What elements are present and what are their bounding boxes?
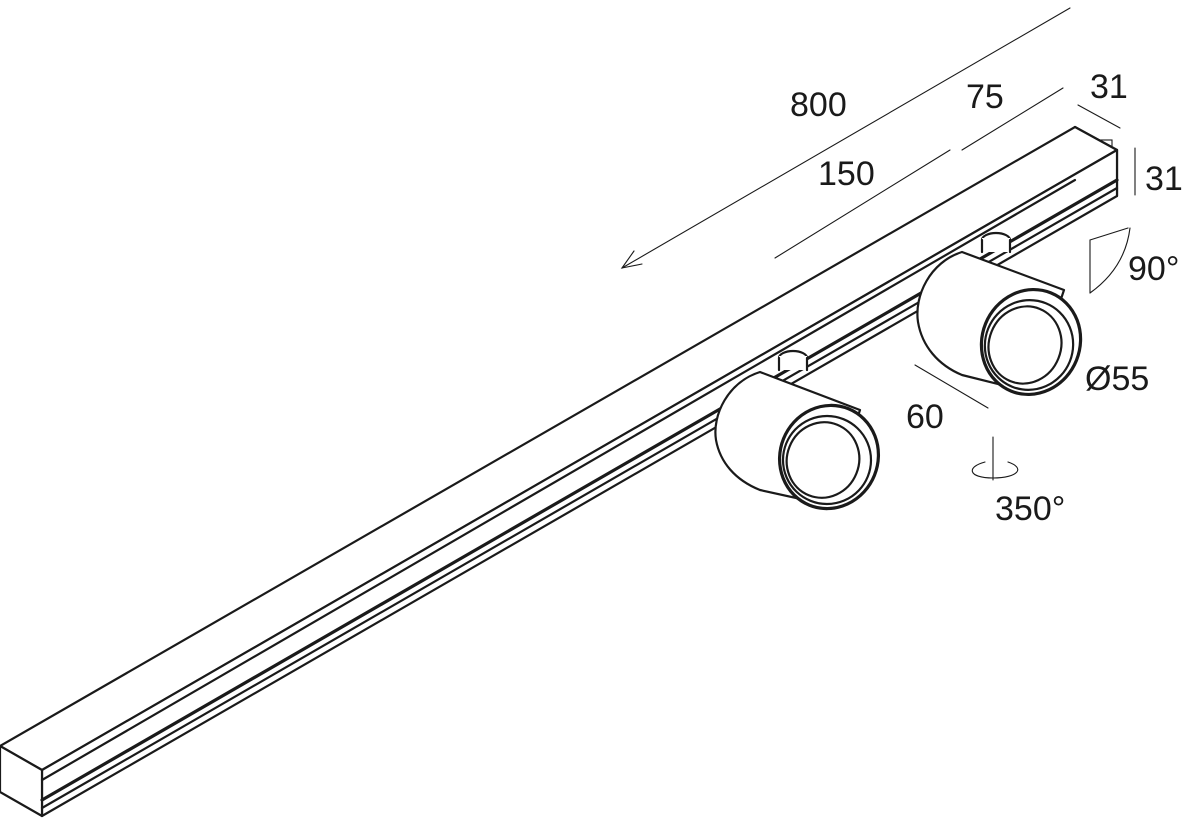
dimension-labels: 800 75 31 150 31 90° Ø55 60 350° (790, 68, 1183, 528)
spotlight-upper-stem (982, 238, 1010, 252)
track-profile (0, 125, 1119, 818)
tilt-angle-arc (1089, 227, 1131, 294)
spotlight-upper (916, 231, 1083, 397)
spotlight-lower (714, 349, 881, 511)
dimension-lines (620, 7, 1136, 481)
offset-dimension-line (961, 87, 1064, 151)
rotation-angle-arc (971, 461, 1019, 479)
profile-height-label: 31 (1145, 160, 1183, 198)
profile-top-edge-inner (40, 178, 1077, 782)
profile-top-face (0, 125, 1119, 772)
length-arrow-head (620, 250, 643, 269)
length-dimension-line (621, 7, 1071, 269)
spotlight-lower-stem (779, 356, 807, 370)
spot-depth-label: 60 (906, 398, 944, 436)
spotlight-upper-lens-inner (987, 305, 1063, 385)
spacing-label: 150 (818, 155, 875, 193)
spotlight-lower-lens-inner (785, 421, 861, 499)
spacing-dimension-line (774, 149, 951, 259)
profile-width-label: 31 (1090, 68, 1128, 106)
length-label: 800 (790, 86, 847, 124)
offset-label: 75 (966, 78, 1004, 116)
tilt-angle-label: 90° (1128, 250, 1179, 288)
depth-dimension-line (914, 364, 989, 409)
width-dimension-line (1077, 104, 1121, 129)
profile-left-face (0, 744, 44, 818)
diameter-label: Ø55 (1085, 360, 1149, 398)
rotation-angle-label: 350° (995, 490, 1065, 528)
